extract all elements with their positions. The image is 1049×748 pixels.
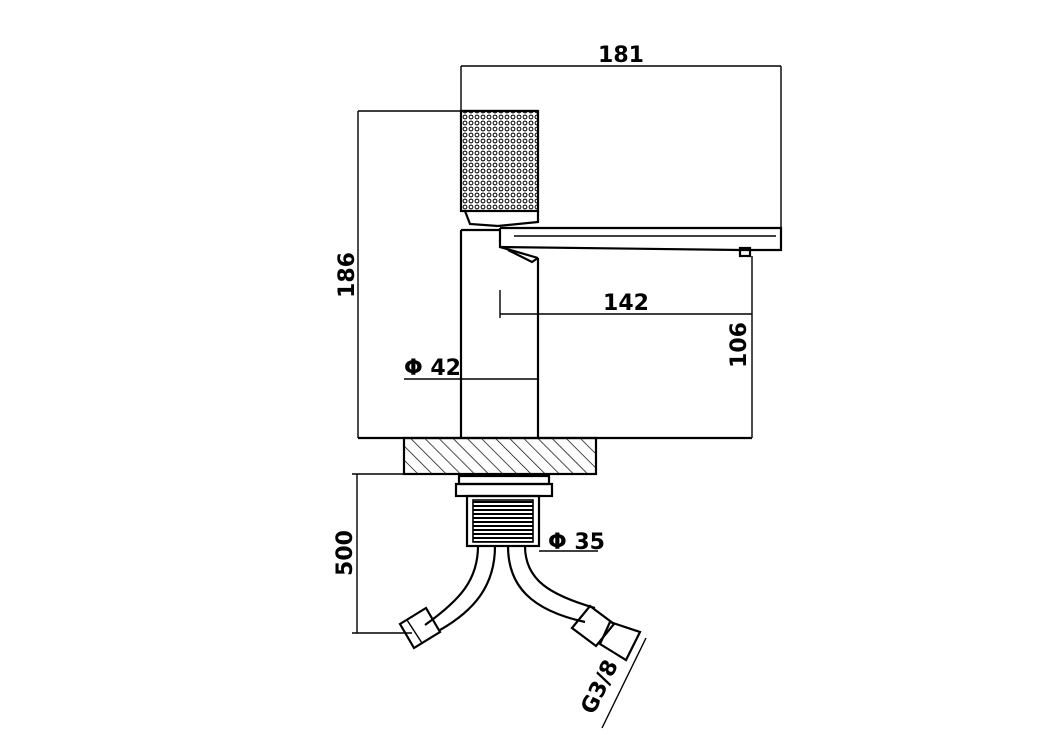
dim-spout-height-label: 106 xyxy=(727,322,752,368)
dimension-hose-length: 500 xyxy=(333,473,412,634)
dimension-body-diameter: Φ 42 xyxy=(404,356,538,381)
dimension-total-height: 186 xyxy=(335,110,461,438)
right-connector-nut xyxy=(570,604,642,662)
flexible-hoses xyxy=(398,545,642,662)
dim-hose-length-label: 500 xyxy=(333,530,358,576)
dimension-spout-height: 106 xyxy=(727,256,753,438)
left-connector-nut xyxy=(398,606,442,650)
mounting-shank xyxy=(454,474,554,548)
dim-connector-thread-label: G3/8 xyxy=(576,656,623,718)
faucet-body xyxy=(358,228,752,440)
dim-body-diameter-label: Φ 42 xyxy=(404,356,461,381)
dimension-mount-diameter: Φ 35 xyxy=(539,530,605,555)
dim-total-length-label: 181 xyxy=(598,43,644,68)
dimension-total-length: 181 xyxy=(460,43,782,228)
dimension-spout-reach: 142 xyxy=(499,290,752,318)
dim-mount-diameter-label: Φ 35 xyxy=(548,530,605,555)
dim-total-height-label: 186 xyxy=(335,252,360,298)
dim-spout-reach-label: 142 xyxy=(603,291,649,316)
spout xyxy=(498,226,783,264)
knurled-handle xyxy=(459,109,540,228)
countertop-section xyxy=(402,436,598,476)
